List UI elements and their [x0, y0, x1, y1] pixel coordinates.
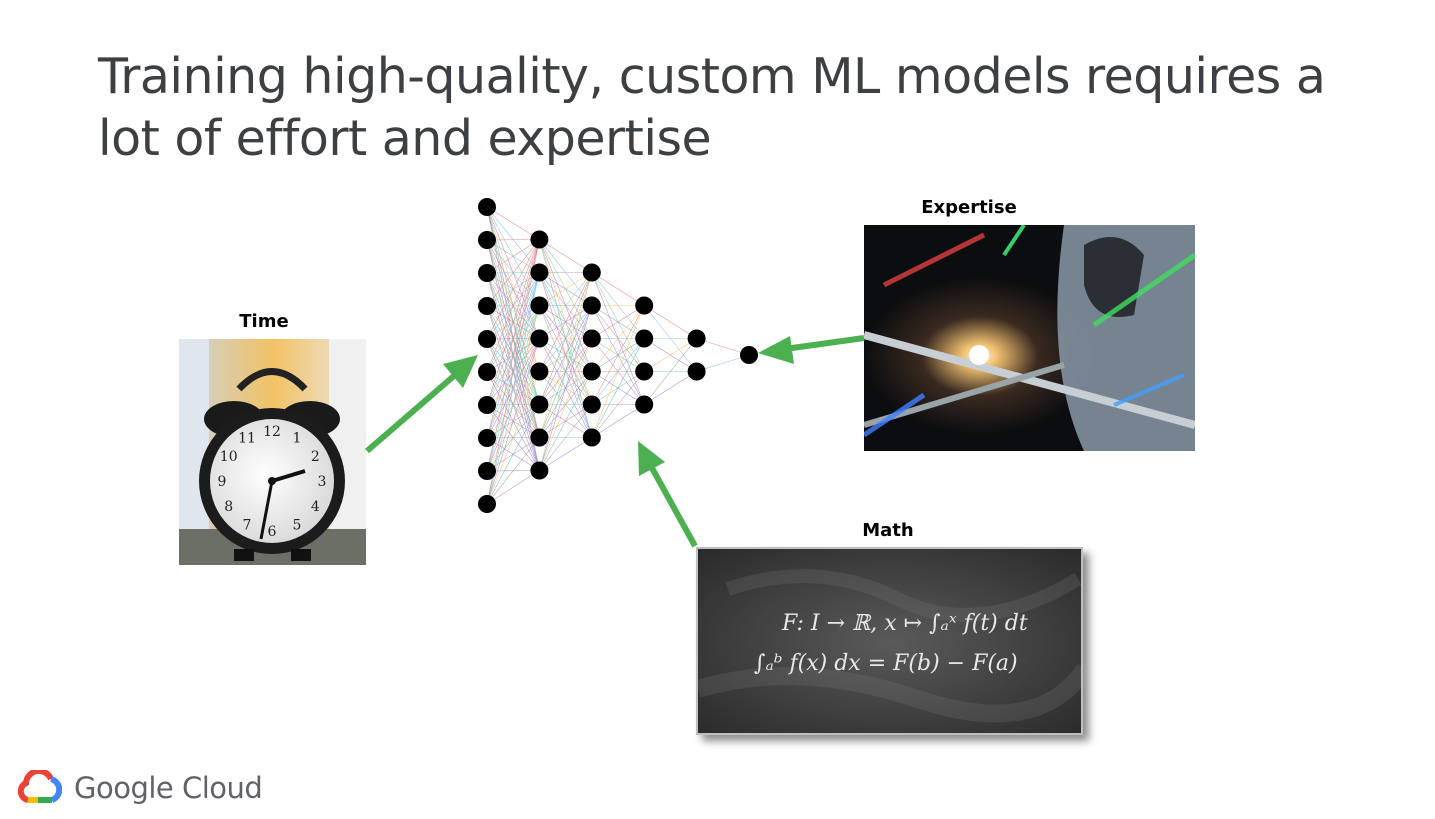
network-edge	[644, 371, 697, 405]
clock-number: 5	[293, 517, 302, 533]
network-edge	[591, 371, 645, 438]
network-node	[478, 462, 496, 480]
clock-number: 11	[238, 431, 256, 447]
network-edge	[539, 371, 593, 471]
clock-number: 12	[263, 424, 281, 440]
network-node	[478, 198, 496, 216]
network-edge	[486, 239, 540, 472]
clock-number: 7	[243, 517, 252, 533]
network-edge	[486, 437, 540, 505]
network-node	[530, 428, 549, 447]
network-node	[478, 330, 496, 348]
network-edge	[486, 206, 540, 240]
network-node	[635, 296, 654, 315]
chalkboard-image: F: I → ℝ, x ↦ ∫ₐˣ f(t) dt ∫ₐᵇ f(x) dx = …	[696, 547, 1083, 735]
network-node	[687, 329, 706, 348]
network-edge	[643, 338, 697, 405]
clock-number: 2	[311, 449, 320, 465]
clock-number: 6	[268, 524, 277, 540]
network-node	[478, 495, 496, 513]
math-label: Math	[862, 520, 914, 541]
network-node	[530, 263, 549, 282]
network-edge	[644, 305, 697, 339]
network-node	[635, 395, 654, 414]
slide-title: Training high-quality, custom ML models …	[98, 48, 1326, 167]
network-edge	[486, 404, 540, 505]
network-node	[582, 329, 601, 348]
network-edge	[486, 239, 540, 274]
network-node	[478, 297, 496, 315]
network-edge	[591, 305, 645, 438]
clock-number: 4	[311, 499, 320, 515]
google-cloud-logo: Google Cloud	[18, 766, 263, 810]
network-edge	[539, 338, 593, 471]
network-node	[478, 264, 496, 282]
network-node	[478, 396, 496, 414]
clock-number: 3	[318, 474, 327, 490]
network-edge	[591, 305, 645, 372]
equation-line-2: ∫ₐᵇ f(x) dx = F(b) − F(a)	[754, 651, 1018, 676]
network-edge	[486, 272, 540, 505]
network-node	[582, 362, 601, 381]
clock-number: 8	[224, 499, 233, 515]
network-node	[478, 429, 496, 447]
network-edge	[539, 239, 592, 273]
equation-line-1: F: I → ℝ, x ↦ ∫ₐˣ f(t) dt	[782, 611, 1028, 636]
network-edge	[539, 437, 592, 471]
network-node	[635, 362, 654, 381]
network-edge	[486, 371, 540, 505]
network-node	[478, 363, 496, 381]
network-node	[530, 362, 549, 381]
clock-number: 1	[293, 431, 302, 447]
welder-image	[864, 225, 1195, 451]
network-node	[582, 263, 601, 282]
network-edge	[591, 272, 645, 306]
network-node	[582, 428, 601, 447]
network-edge	[539, 305, 593, 471]
logo-text: Google Cloud	[74, 771, 263, 805]
network-node	[530, 329, 549, 348]
network-edge	[539, 272, 593, 438]
network-edge	[486, 470, 540, 505]
network-edge	[696, 354, 750, 372]
google-cloud-icon	[18, 770, 62, 803]
network-edges	[486, 206, 750, 505]
network-edge	[539, 272, 593, 372]
network-edge	[486, 239, 540, 307]
network-edge	[591, 305, 645, 405]
network-edge	[591, 338, 645, 438]
network-node	[740, 346, 758, 364]
network-edge	[486, 239, 540, 505]
network-edge	[696, 338, 750, 356]
network-edge	[539, 272, 592, 306]
network-edge	[486, 239, 540, 373]
network-node	[582, 296, 601, 315]
arrow-from-time	[365, 355, 478, 454]
network-node	[530, 395, 549, 414]
network-node	[530, 461, 549, 480]
network-node	[635, 329, 654, 348]
network-edge	[591, 404, 645, 438]
network-node	[582, 395, 601, 414]
clock-number: 10	[220, 449, 238, 465]
time-label: Time	[239, 311, 289, 332]
network-edge	[486, 239, 540, 340]
network-edge	[539, 272, 593, 405]
network-edge	[591, 305, 645, 339]
network-edge	[644, 338, 697, 372]
clock-number: 9	[218, 474, 227, 490]
network-node	[530, 296, 549, 315]
network-node	[478, 231, 496, 249]
network-edge	[486, 338, 540, 505]
network-edge	[486, 239, 540, 406]
network-node	[687, 362, 706, 381]
network-edge	[539, 272, 593, 339]
neural-network-diagram	[478, 198, 758, 513]
expertise-label: Expertise	[921, 197, 1017, 218]
network-edge	[539, 404, 593, 471]
arrow-from-expertise	[758, 335, 865, 364]
network-node	[530, 230, 549, 249]
